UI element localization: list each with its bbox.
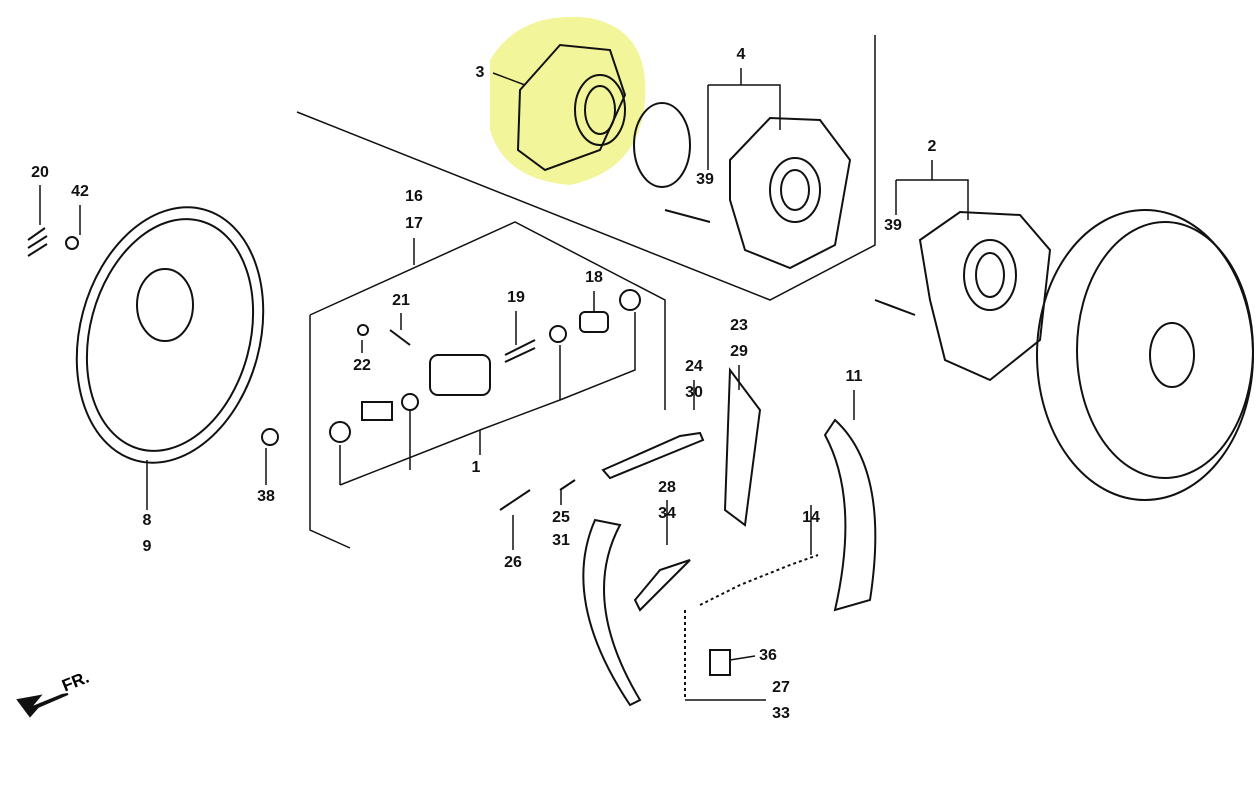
callout-23[interactable]: 23 [730,317,748,334]
callout-22[interactable]: 22 [353,357,371,374]
callout-19[interactable]: 19 [507,289,525,306]
callout-16[interactable]: 16 [405,188,423,205]
o-ring-part[interactable] [633,102,691,188]
callout-3[interactable]: 3 [475,64,485,81]
callout-1[interactable]: 1 [471,459,481,476]
callout-8[interactable]: 8 [142,512,152,529]
callout-24[interactable]: 24 [685,358,703,375]
callout-39[interactable]: 39 [696,171,714,188]
hub-part-4[interactable] [664,116,852,270]
front-direction-arrow-icon [16,693,69,718]
brake-drum-part[interactable] [1036,209,1254,501]
callout-39[interactable]: 39 [884,217,902,234]
callout-21[interactable]: 21 [392,292,410,309]
callout-30[interactable]: 30 [685,384,703,401]
callout-36[interactable]: 36 [759,647,777,664]
leader-lines [39,68,969,701]
assembly-frame [296,35,876,549]
hub-part-2[interactable] [874,210,1052,382]
callout-33[interactable]: 33 [772,705,790,722]
bearing-housing-part[interactable] [516,43,627,172]
callout-27[interactable]: 27 [772,679,790,696]
callout-29[interactable]: 29 [730,343,748,360]
callout-20[interactable]: 20 [31,164,49,181]
small-parts [27,227,877,707]
callout-4[interactable]: 4 [736,46,746,63]
callout-2[interactable]: 2 [927,138,937,155]
callout-38[interactable]: 38 [257,488,275,505]
callout-42[interactable]: 42 [71,183,89,200]
callout-26[interactable]: 26 [504,554,522,571]
callout-18[interactable]: 18 [585,269,603,286]
callout-11[interactable]: 11 [845,368,863,385]
callout-28[interactable]: 28 [658,479,676,496]
backing-plate-part[interactable] [49,186,290,484]
callout-25[interactable]: 25 [552,509,570,526]
callout-9[interactable]: 9 [142,538,152,555]
callout-31[interactable]: 31 [552,532,570,549]
callout-34[interactable]: 34 [658,505,676,522]
callout-14[interactable]: 14 [802,509,820,526]
callout-17[interactable]: 17 [405,215,423,232]
